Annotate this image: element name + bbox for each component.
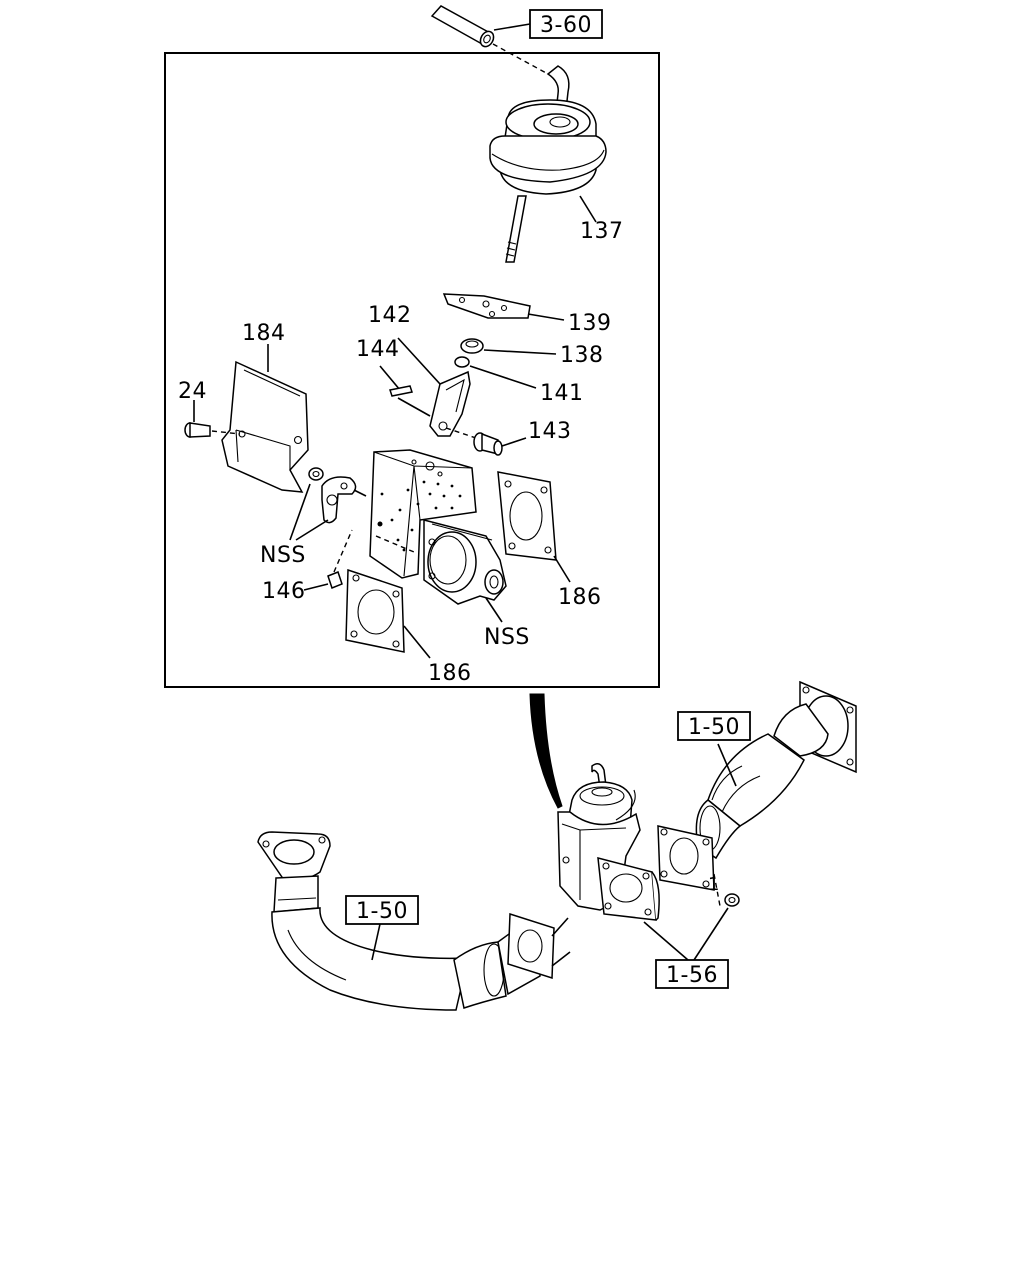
stray-mark: 1 [708, 874, 719, 895]
clevis-pin-143 [445, 427, 527, 456]
gasket-186-bottom [345, 568, 431, 659]
gasket-186-right [497, 471, 571, 583]
valve-flange [423, 519, 507, 623]
callout-142: 142 [368, 303, 412, 328]
bracket-plate-139 [442, 293, 565, 321]
callout-139: 139 [568, 311, 612, 336]
ref-1-56: 1-56 [666, 963, 718, 988]
callout-nss-1: NSS [260, 543, 306, 568]
brake-valve-body [369, 449, 477, 579]
callout-24: 24 [178, 379, 207, 404]
vacuum-hose [430, 5, 549, 75]
nut-141 [454, 356, 537, 389]
callout-141: 141 [540, 381, 584, 406]
callout-186-bottom: 186 [428, 661, 472, 686]
casting-dots [377, 480, 462, 552]
callout-144: 144 [356, 337, 400, 362]
lever-142 [397, 337, 471, 437]
actuator-137 [489, 65, 607, 263]
flange-nut: 1 [693, 873, 740, 961]
callout-186-right: 186 [558, 585, 602, 610]
front-pipe-1-50 [257, 831, 571, 1011]
ref-1-50-right: 1-50 [688, 715, 740, 740]
callout-146: 146 [262, 579, 306, 604]
detail-frame [164, 52, 660, 688]
pin-144 [379, 365, 431, 417]
ref-3-60: 3-60 [540, 13, 592, 38]
callout-143: 143 [528, 419, 572, 444]
bolt-146 [303, 529, 353, 591]
bolt-24 [184, 400, 241, 438]
callout-137: 137 [580, 219, 624, 244]
valve-arm-parts [289, 467, 367, 541]
callout-138: 138 [560, 343, 604, 368]
ref-box-3-60: 3-60 [493, 9, 603, 39]
flange-1-56 [597, 857, 689, 961]
heat-shield-184 [221, 344, 309, 493]
nut-138 [460, 338, 557, 355]
ref-box-1-50-left: 1-50 [345, 895, 419, 925]
rear-pipe-1-50 [657, 680, 857, 891]
ref-1-50-left: 1-50 [356, 899, 408, 924]
ref-box-1-56: 1-56 [655, 959, 729, 989]
ref-box-1-50-right: 1-50 [677, 711, 751, 741]
callout-nss-2: NSS [484, 625, 530, 650]
detail-pointer [529, 693, 563, 809]
callout-184: 184 [242, 321, 286, 346]
